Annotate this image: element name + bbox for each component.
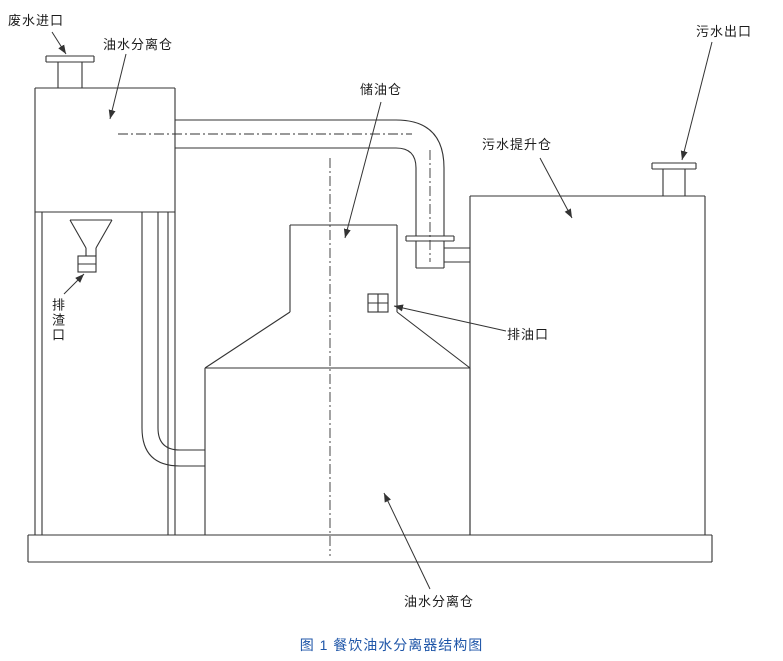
transfer-pipe [175,119,470,269]
outlet-flange [651,162,697,196]
sewage-outlet-label: 污水出口 [696,24,753,39]
leader-oil-storage [343,101,382,239]
leader-sewage-outlet [680,41,713,161]
base-frame [27,534,713,563]
leader-lines [51,31,713,590]
hood [204,311,471,369]
slag-hopper [69,219,113,273]
separation-chamber-bottom-label: 油水分离仓 [404,594,475,609]
leader-separation-top [108,53,127,120]
oil-outlet-label: 排油口 [507,327,550,342]
bottom-separation-box [204,368,471,535]
centerlines [118,133,431,556]
leader-slag-outlet [63,273,85,295]
leader-oil-outlet [393,304,507,332]
separation-chamber-top-label: 油水分离仓 [103,37,174,52]
waste-water-inlet-label: 废水进口 [8,13,65,28]
leader-separation-bottom [383,492,431,590]
left-separation-chamber [34,87,176,535]
figure-caption: 图 1 餐饮油水分离器结构图 [299,637,484,653]
oil-storage-box [289,224,398,313]
oil-storage-chamber-label: 储油仓 [360,82,403,97]
right-lift-chamber [469,195,706,535]
leader-waste-water-inlet [51,31,67,55]
slag-outlet-label: 排渣口 [50,298,65,343]
sewage-lift-chamber-label: 污水提升仓 [482,137,553,152]
leader-sewage-lift [539,157,573,219]
internal-drain-pipe [141,212,205,467]
inlet-flange [45,55,95,88]
